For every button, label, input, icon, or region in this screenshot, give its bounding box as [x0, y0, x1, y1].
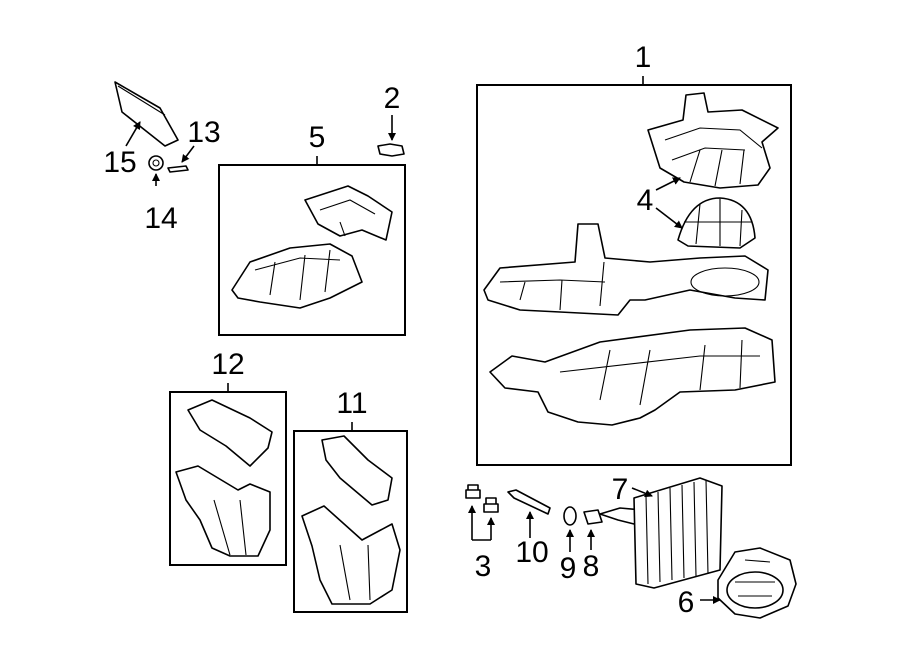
duct-lower-piece	[231, 243, 363, 309]
duct-upper-piece	[304, 185, 393, 241]
fitting	[583, 509, 603, 525]
case-lower-section	[489, 327, 776, 426]
part-6-blower-motor-group: 6	[678, 547, 797, 619]
blower-wheel	[726, 571, 784, 609]
duct-11-upper	[321, 435, 393, 506]
part-4-leader-a	[655, 177, 681, 191]
filter-nut	[148, 155, 164, 171]
callout-3: 3	[475, 550, 492, 583]
duct-11-lower	[301, 505, 401, 605]
part-7-leader	[631, 487, 653, 498]
callout-13: 13	[187, 116, 220, 149]
part-8-fitting-group: 8	[583, 509, 603, 583]
duct-12-upper	[187, 399, 273, 467]
callout-12: 12	[211, 348, 244, 381]
part-4-leader-b	[655, 207, 683, 229]
callout-10: 10	[515, 536, 548, 569]
evaporator-core	[633, 477, 723, 589]
part-10-bolt-group: 10	[507, 489, 551, 569]
callout-11: 11	[336, 387, 367, 420]
part-5-duct-group: 5	[218, 121, 406, 336]
part-1-frame	[476, 84, 792, 466]
callout-9: 9	[560, 552, 577, 585]
part-1-case-assembly-group: 1 4	[476, 41, 792, 466]
callout-1: 1	[635, 41, 652, 74]
part-3-fasteners-group: 3	[465, 484, 499, 583]
part-11-duct-group: 11	[293, 387, 408, 613]
blower-housing-upper	[647, 92, 779, 189]
callout-14: 14	[144, 202, 177, 235]
blower-dome	[677, 197, 756, 249]
part-15-leader	[125, 121, 141, 147]
callout-15: 15	[103, 146, 136, 179]
cabin-filter	[114, 81, 179, 147]
callout-6: 6	[678, 586, 695, 619]
bolt	[507, 489, 551, 515]
callout-7: 7	[612, 473, 629, 506]
pin-clip	[377, 143, 405, 157]
part-2-pin-group: 2	[377, 82, 405, 157]
filter-screw	[167, 165, 189, 173]
part-13-leader	[181, 145, 195, 163]
callout-8: 8	[583, 550, 600, 583]
case-middle-section	[483, 223, 769, 316]
part-9-oring-group: 9	[560, 506, 577, 585]
callout-4: 4	[637, 184, 654, 217]
part-7-evaporator-group: 7	[599, 473, 723, 589]
part-11-frame	[293, 430, 408, 613]
callout-5: 5	[309, 121, 326, 154]
duct-12-lower	[175, 465, 271, 557]
part-5-frame	[218, 164, 406, 336]
part-12-duct-group: 12	[169, 348, 287, 566]
filter-group: 15 13 14	[103, 81, 221, 235]
callout-2: 2	[384, 82, 401, 115]
o-ring	[563, 506, 577, 526]
